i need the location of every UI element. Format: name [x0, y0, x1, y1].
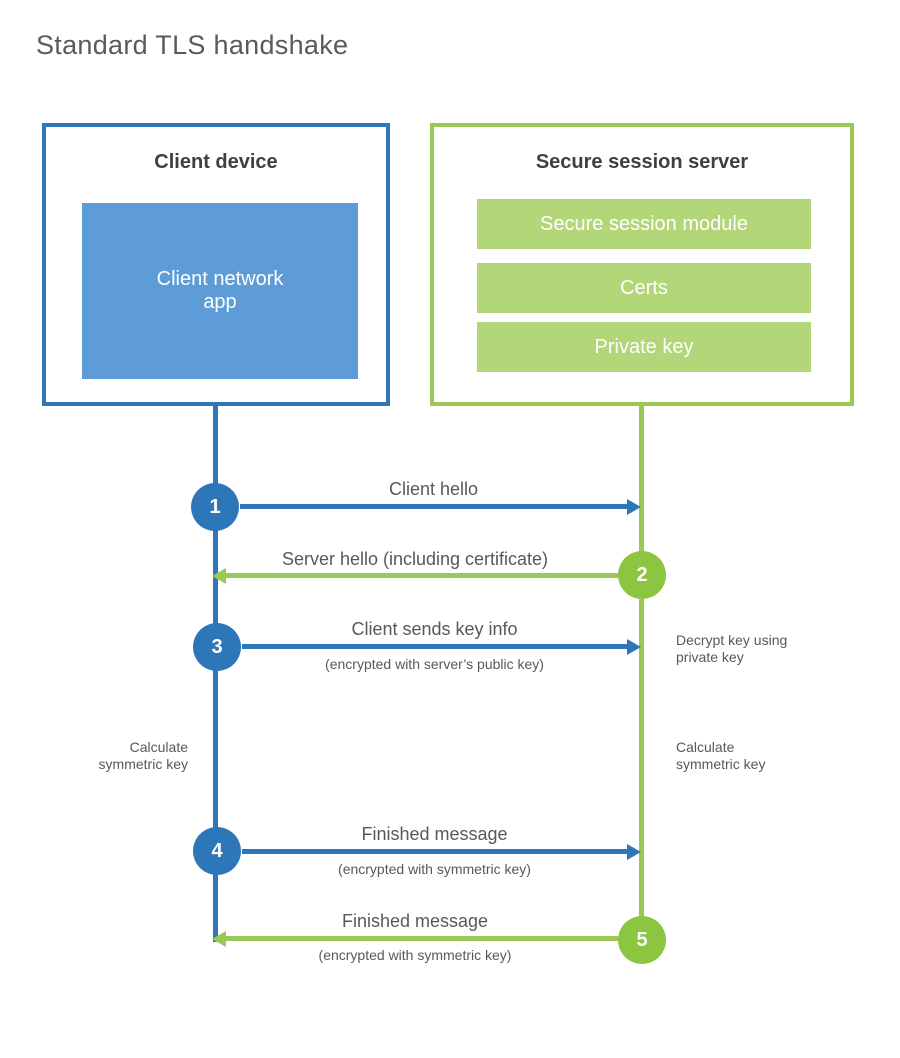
server-lifeline	[639, 404, 644, 940]
message-sub-finished-client: (encrypted with symmetric key)	[338, 861, 531, 877]
secure-session-server-box: Secure session server Secure session mod…	[430, 123, 854, 406]
arrowhead-right-icon	[627, 844, 641, 860]
step-circle-5: 5	[618, 916, 666, 964]
arrowhead-left-icon	[212, 568, 226, 584]
arrow-server-hello	[226, 573, 618, 578]
message-label-key-info: Client sends key info	[351, 619, 518, 639]
arrow-finished-server	[226, 936, 618, 941]
note-server-calculate-key: Calculate symmetric key	[676, 739, 766, 773]
message-sub-key-info: (encrypted with server’s public key)	[325, 656, 544, 672]
server-module-certs: Certs	[477, 263, 811, 313]
client-network-app-block: Client network app	[82, 203, 358, 379]
arrow-client-hello	[240, 504, 627, 509]
page-title: Standard TLS handshake	[36, 30, 349, 60]
message-label-client-hello: Client hello	[388, 479, 479, 499]
message-label-finished-client: Finished message	[361, 824, 508, 844]
client-network-app-label: Client network app	[156, 268, 284, 313]
secure-session-server-title: Secure session server	[535, 151, 749, 173]
note-client-calculate-key: Calculate symmetric key	[98, 739, 188, 773]
arrowhead-right-icon	[627, 499, 641, 515]
step-circle-4: 4	[193, 827, 241, 875]
arrow-finished-client	[242, 849, 627, 854]
step-circle-2: 2	[618, 551, 666, 599]
arrowhead-right-icon	[627, 639, 641, 655]
arrowhead-left-icon	[212, 931, 226, 947]
client-device-title: Client device	[154, 151, 278, 173]
server-module-private-key: Private key	[477, 322, 811, 372]
step-circle-3: 3	[193, 623, 241, 671]
arrow-key-info	[242, 644, 627, 649]
client-device-box: Client device Client network app	[42, 123, 390, 406]
message-label-finished-server: Finished message	[341, 911, 489, 931]
server-module-secure-session: Secure session module	[477, 199, 811, 249]
step-circle-1: 1	[191, 483, 239, 531]
client-lifeline	[213, 404, 218, 942]
note-decrypt-key: Decrypt key using private key	[676, 632, 788, 666]
message-label-server-hello: Server hello (including certificate)	[281, 549, 549, 569]
message-sub-finished-server: (encrypted with symmetric key)	[318, 947, 512, 963]
